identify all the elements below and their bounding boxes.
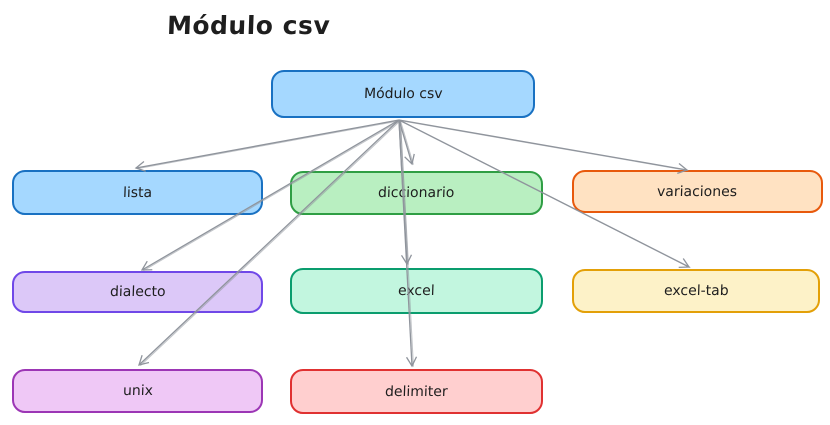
node-lista: lista xyxy=(12,170,263,215)
node-excel-tab: excel-tab xyxy=(572,269,820,313)
node-label: excel-tab xyxy=(663,283,729,299)
node-diccionario: diccionario xyxy=(290,171,543,215)
node-unix: unix xyxy=(12,369,263,413)
arrow-sketch-stroke xyxy=(137,120,401,170)
diagram-title: Módulo csv xyxy=(166,11,331,40)
node-label: variaciones xyxy=(657,183,738,200)
node-dialecto: dialecto xyxy=(12,271,263,313)
node-label: excel xyxy=(397,283,436,299)
node-delimiter: delimiter xyxy=(290,369,543,414)
arrow-modulo-csv-to-unix xyxy=(138,119,400,366)
arrow-modulo-csv-to-diccionario xyxy=(398,119,415,166)
node-label: delimiter xyxy=(384,383,449,400)
node-variaciones: variaciones xyxy=(572,170,823,213)
node-modulo-csv: Módulo csv xyxy=(271,70,535,118)
node-label: unix xyxy=(122,383,153,399)
arrow-sketch-stroke xyxy=(140,120,401,367)
node-excel: excel xyxy=(290,268,543,314)
arrow-sketch-stroke xyxy=(400,120,689,172)
node-label: Módulo csv xyxy=(363,86,443,102)
arrow-sketch-stroke xyxy=(399,120,414,367)
node-label: diccionario xyxy=(378,185,455,201)
node-label: dialecto xyxy=(109,284,166,300)
arrow-sketch-stroke xyxy=(399,120,414,165)
arrow-modulo-csv-to-variaciones xyxy=(398,119,689,175)
arrow-modulo-csv-to-lista xyxy=(134,119,400,172)
node-label: lista xyxy=(122,184,153,201)
arrow-modulo-csv-to-delimiter xyxy=(398,119,418,368)
